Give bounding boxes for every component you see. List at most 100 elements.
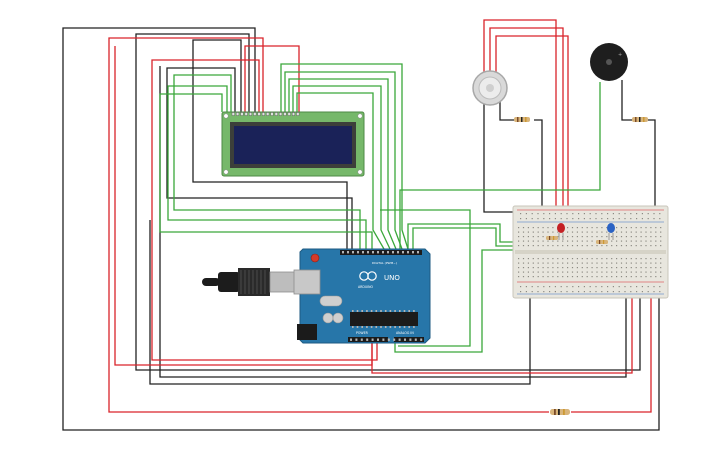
resistor-led-red[interactable]: [546, 236, 558, 240]
breadboard-hole: [596, 276, 598, 278]
wire-black-sensor2[interactable]: [499, 100, 517, 121]
usb-cable[interactable]: [202, 268, 301, 296]
wire-black-res2[interactable]: [648, 119, 656, 212]
breadboard-hole: [525, 213, 527, 215]
breadboard-hole: [537, 240, 539, 242]
digital-header: [340, 250, 422, 255]
breadboard-hole: [527, 271, 529, 273]
breadboard-hole: [596, 236, 598, 238]
lcd-pin: [283, 112, 287, 116]
breadboard-hole: [591, 245, 593, 247]
breadboard-hole: [635, 245, 637, 247]
breadboard-hole: [611, 276, 613, 278]
breadboard-hole: [542, 231, 544, 233]
wire-green-lcd3[interactable]: [288, 78, 397, 250]
breadboard-half[interactable]: [512, 205, 669, 299]
arduino-uno[interactable]: UNO ARDUINO DIGITAL (PWM~) POWER ANALOG …: [293, 248, 431, 344]
breadboard-hole: [532, 231, 534, 233]
lcd-screen: [234, 126, 352, 164]
wire-black-res1[interactable]: [534, 119, 543, 238]
wire-black-lcd2[interactable]: [166, 67, 353, 249]
breadboard-hole: [586, 245, 588, 247]
wire-red-sensor-top3[interactable]: [495, 35, 569, 212]
breadboard-hole: [518, 271, 520, 273]
chip-pin: [361, 326, 363, 328]
header-pin: [387, 338, 390, 341]
wire-red-sensor-top2[interactable]: [489, 27, 564, 212]
reset-button[interactable]: [310, 253, 320, 263]
breadboard-hole: [647, 218, 649, 220]
breadboard-hole: [542, 245, 544, 247]
breadboard-hole: [527, 240, 529, 242]
blue-led[interactable]: [607, 223, 615, 240]
piezo-buzzer[interactable]: +: [590, 43, 628, 81]
lcd-pin: [231, 112, 235, 116]
wire-black-bottom[interactable]: [149, 220, 531, 385]
breadboard-holes: [518, 213, 662, 293]
resistor-bottom[interactable]: [550, 409, 570, 415]
gas-sensor[interactable]: [472, 70, 508, 106]
breadboard-hole: [620, 236, 623, 238]
header-pin: [398, 338, 401, 341]
wire-red-bottom[interactable]: [371, 292, 633, 374]
wire-red-lcd-outer[interactable]: [108, 37, 549, 413]
lcd-mount-hole: [223, 169, 229, 175]
breadboard-hole: [576, 240, 578, 242]
breadboard-hole: [576, 258, 578, 260]
breadboard-hole: [543, 291, 545, 293]
wire-green-left1[interactable]: [173, 74, 361, 249]
breadboard-hole: [635, 227, 637, 229]
wire-red-sensor-top[interactable]: [483, 19, 557, 212]
wire-black-lcd1[interactable]: [192, 39, 348, 249]
wire-green-lcd5[interactable]: [296, 92, 385, 250]
breadboard-hole: [537, 231, 539, 233]
resistor-led-blue[interactable]: [596, 240, 608, 244]
breadboard-hole: [660, 240, 662, 242]
wire-green-analog2[interactable]: [380, 209, 471, 347]
breadboard-hole: [581, 227, 583, 229]
breadboard-hole: [611, 236, 613, 238]
wire-green-buzzer[interactable]: [399, 82, 601, 249]
wire-green-left3[interactable]: [159, 93, 373, 249]
breadboard-hole: [560, 213, 562, 215]
resistors: [514, 117, 648, 415]
red-led[interactable]: [557, 223, 565, 240]
breadboard-hole: [572, 218, 574, 220]
breadboard-hole: [527, 258, 529, 260]
lcd-pin: [261, 112, 265, 116]
chip-pin: [408, 310, 410, 312]
breadboard-hole: [616, 236, 618, 238]
header-pin: [357, 251, 359, 254]
breadboard-hole: [547, 245, 549, 247]
breadboard-hole: [581, 231, 583, 233]
chip-pin: [413, 326, 415, 328]
wire-black-left2[interactable]: [135, 33, 641, 371]
breadboard-hole: [645, 236, 647, 238]
wire-green-lcd1[interactable]: [280, 63, 409, 250]
wire-black-buzzer[interactable]: [621, 80, 632, 121]
breadboard-hole: [557, 231, 559, 233]
chip-pin: [403, 310, 406, 312]
blue-led-body: [607, 223, 615, 233]
breadboard-hole: [645, 271, 647, 273]
breadboard-hole: [630, 258, 632, 260]
wire-red-lcd3[interactable]: [151, 59, 378, 361]
wire-green-analog[interactable]: [394, 249, 515, 353]
wire-green-left2[interactable]: [167, 85, 367, 249]
breadboard-hole: [640, 231, 642, 233]
wire-black-outer[interactable]: [62, 27, 660, 431]
wire-red-res-long[interactable]: [571, 292, 652, 413]
breadboard-hole: [542, 240, 544, 242]
breadboard-hole: [520, 213, 522, 215]
breadboard-hole: [583, 291, 585, 293]
breadboard-hole: [518, 258, 520, 260]
lcd-16x2[interactable]: [221, 111, 365, 177]
breadboard-hole: [572, 291, 574, 293]
wire-green-lcd4[interactable]: [292, 85, 391, 250]
wire-green-lcd2[interactable]: [284, 71, 403, 250]
resistor-sensor[interactable]: [514, 117, 530, 122]
resistor-buzzer[interactable]: [632, 117, 648, 122]
wire-black-sensor1[interactable]: [483, 100, 515, 213]
breadboard-hole: [650, 236, 652, 238]
breadboard-hole: [645, 267, 647, 269]
